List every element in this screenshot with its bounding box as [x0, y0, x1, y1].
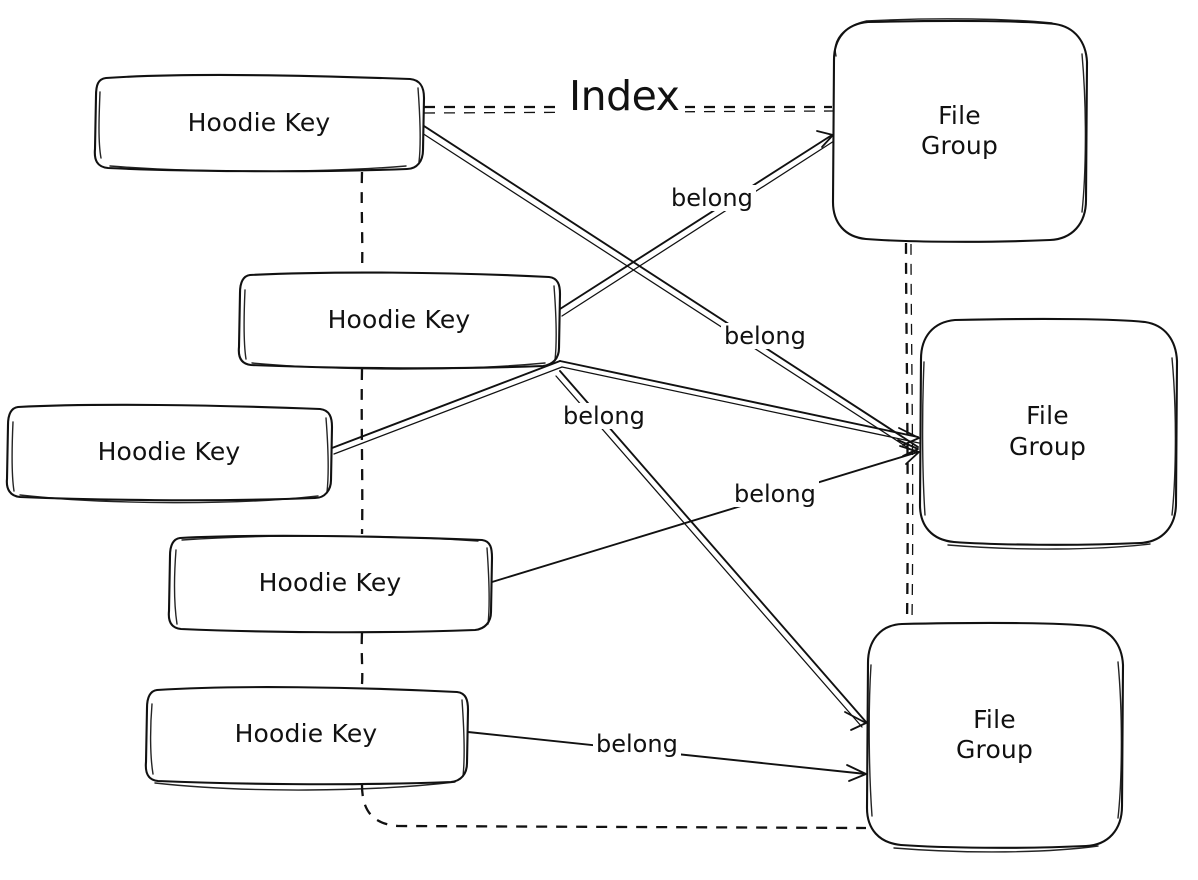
edge-hoodie-key-2-to-file-group-3-belong[interactable]	[555, 370, 867, 731]
edge-index-hoodie-key-1-to-file-group-1[interactable]	[423, 105, 834, 114]
edge-hoodie-key-3-to-file-group-2-belong[interactable]	[331, 360, 920, 455]
edge-hoodie-key-5-to-file-group-3-dashed[interactable]	[360, 784, 867, 830]
edge-hoodie-key-2-to-file-group-1-belong[interactable]	[559, 130, 835, 317]
node-file-group-1[interactable]	[831, 18, 1089, 243]
node-hoodie-key-4[interactable]	[167, 534, 494, 634]
edge-chain-hoodie-keys[interactable]	[360, 171, 364, 685]
node-file-group-3[interactable]	[865, 621, 1125, 853]
node-hoodie-key-1[interactable]	[93, 73, 426, 173]
edge-hoodie-key-1-to-file-group-2-belong[interactable]	[421, 125, 919, 457]
node-hoodie-key-5[interactable]	[144, 686, 470, 791]
edge-hoodie-key-4-to-file-group-2-belong[interactable]	[491, 445, 920, 583]
node-file-group-2[interactable]	[918, 317, 1179, 550]
node-hoodie-key-3[interactable]	[5, 403, 334, 504]
node-hoodie-key-2[interactable]	[237, 271, 562, 370]
edge-file-group-1-to-file-group-3-dashed[interactable]	[904, 242, 914, 622]
edge-hoodie-key-5-to-file-group-3-belong[interactable]	[467, 731, 867, 782]
